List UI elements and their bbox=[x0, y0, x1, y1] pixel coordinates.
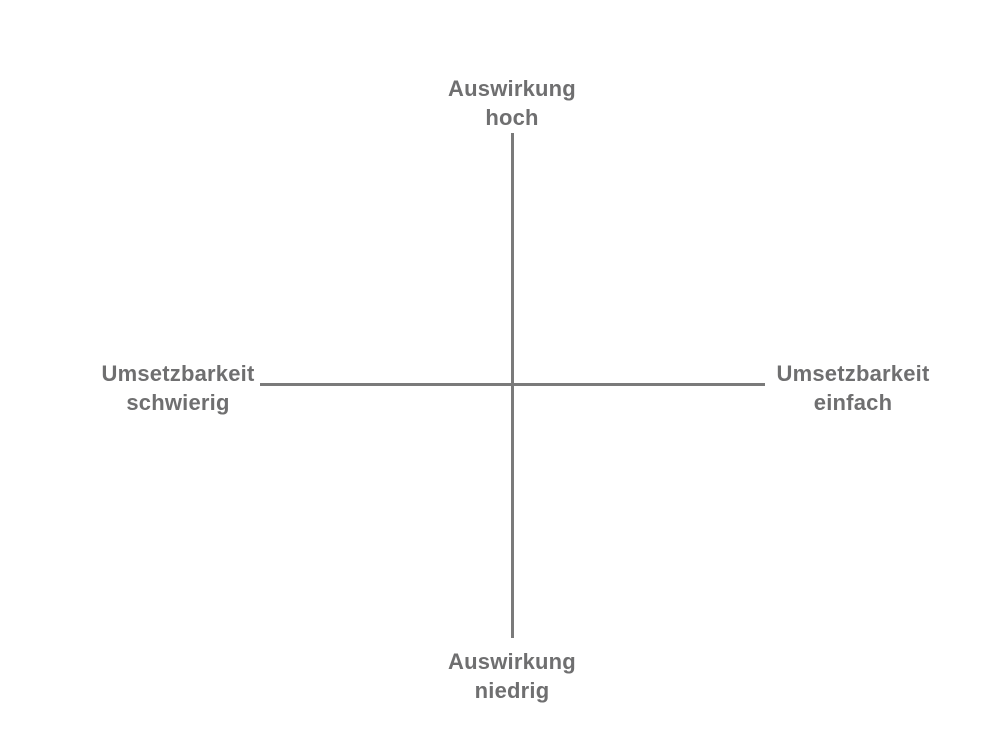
axis-label-left-line1: Umsetzbarkeit bbox=[101, 361, 255, 386]
horizontal-axis-line bbox=[260, 383, 765, 386]
axis-label-bottom-line2: niedrig bbox=[474, 678, 550, 703]
axis-label-top: Auswirkung hoch bbox=[412, 74, 612, 132]
axis-label-bottom-line1: Auswirkung bbox=[448, 649, 576, 674]
axis-label-top-line2: hoch bbox=[485, 105, 539, 130]
axis-label-right-line2: einfach bbox=[813, 390, 893, 415]
axis-label-top-line1: Auswirkung bbox=[448, 76, 576, 101]
axis-label-left-line2: schwierig bbox=[126, 390, 230, 415]
axis-label-left: Umsetzbarkeit schwierig bbox=[80, 359, 276, 417]
axis-label-right-line1: Umsetzbarkeit bbox=[776, 361, 930, 386]
axis-label-bottom: Auswirkung niedrig bbox=[412, 647, 612, 705]
axis-label-right: Umsetzbarkeit einfach bbox=[755, 359, 951, 417]
